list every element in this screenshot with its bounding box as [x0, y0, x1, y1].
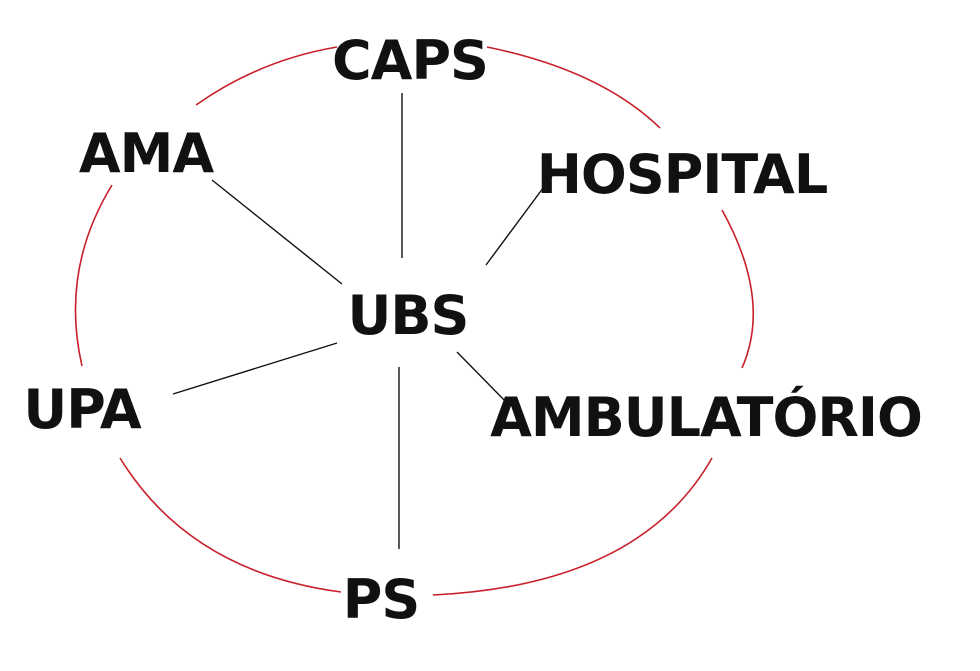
connectors: [172, 93, 553, 549]
connector-ubs-ama: [211, 179, 343, 285]
connector-ubs-upa: [172, 342, 338, 395]
connector-ubs-ambulatorio: [456, 351, 511, 407]
connector-ubs-hospital: [485, 175, 553, 266]
ring-arc-hospital-ambulatorio: [721, 209, 755, 369]
ring-arc-ama-caps: [195, 46, 338, 106]
node-label-ambulatorio: AMBULATÓRIO: [490, 386, 922, 449]
ring-arc-caps-hospital: [486, 46, 661, 129]
ring-arc-ps-upa: [119, 457, 342, 593]
labels: CAPS HOSPITAL AMBULATÓRIO PS UPA AMA UBS: [23, 29, 923, 631]
node-label-ps: PS: [343, 568, 419, 631]
ring-arc-upa-ama: [74, 184, 113, 367]
ring-arc-ambulatorio-ps: [432, 457, 713, 596]
ring: [74, 46, 755, 596]
node-label-caps: CAPS: [332, 29, 488, 92]
node-label-ubs: UBS: [348, 284, 469, 347]
node-label-upa: UPA: [23, 378, 141, 441]
node-label-ama: AMA: [79, 122, 215, 185]
node-label-hospital: HOSPITAL: [537, 143, 828, 206]
